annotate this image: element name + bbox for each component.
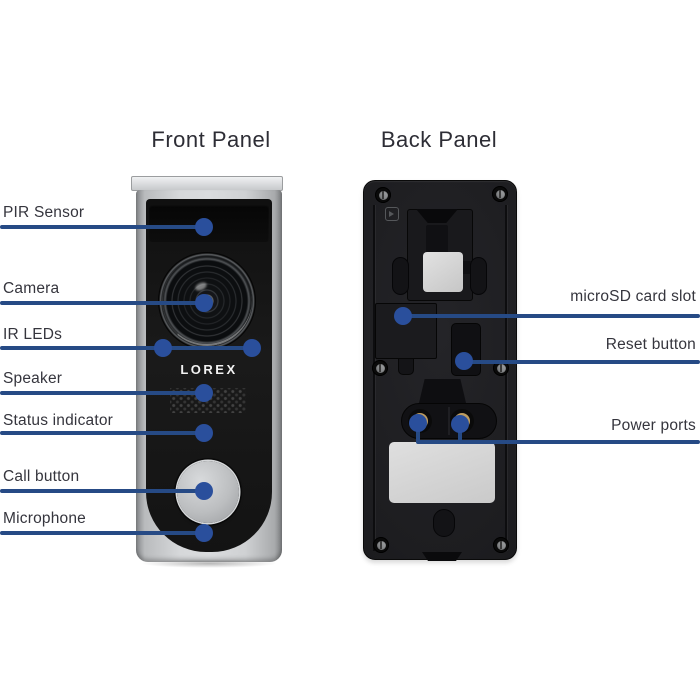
line-speaker — [0, 391, 204, 395]
label-microsd-card-slot: microSD card slot — [570, 288, 696, 305]
cutout-oval-left — [392, 257, 409, 295]
dot-pir-sensor — [195, 218, 213, 236]
dot-ir-led-right — [243, 339, 261, 357]
line-call-button — [0, 489, 204, 493]
label-reset-button: Reset button — [605, 336, 696, 353]
cutout-oval-right — [470, 257, 487, 295]
line-ir-leds — [0, 346, 252, 350]
sd-card-icon — [385, 207, 399, 221]
dot-call-button — [195, 482, 213, 500]
dot-speaker — [195, 384, 213, 402]
wire-channel — [419, 379, 466, 403]
label-speaker: Speaker — [3, 370, 63, 387]
lorex-logo: LOREX — [180, 362, 238, 377]
front-panel-title: Front Panel — [151, 127, 271, 152]
screw-top-right — [492, 186, 508, 202]
label-ir-leds: IR LEDs — [3, 326, 63, 343]
front-device-shadow — [141, 559, 277, 568]
front-device-top-cap — [131, 176, 283, 191]
label-camera: Camera — [3, 280, 60, 297]
label-sticker — [389, 442, 495, 503]
dot-microsd-card-slot — [394, 307, 412, 325]
line-pir-sensor — [0, 225, 204, 229]
door-tab — [398, 358, 414, 375]
line-power-ports — [416, 440, 700, 444]
back-device — [363, 180, 517, 561]
gray-pad-square — [423, 252, 463, 292]
dot-power-port-right — [451, 415, 469, 433]
dot-status-indicator — [195, 424, 213, 442]
bottom-notch — [422, 552, 462, 561]
cutout-oval-bottom — [433, 509, 455, 537]
screw-mid-left — [372, 360, 388, 376]
dot-power-port-left — [409, 414, 427, 432]
screw-bottom-left — [373, 537, 389, 553]
line-reset-button — [464, 360, 700, 364]
power-ports-divider — [448, 407, 450, 435]
mount-keyhole-notch — [416, 209, 458, 223]
line-microphone — [0, 531, 204, 535]
line-camera — [0, 301, 204, 305]
front-device-faceplate: LOREX — [146, 199, 272, 552]
screw-bottom-right — [493, 537, 509, 553]
dot-camera — [195, 294, 213, 312]
back-panel-title: Back Panel — [380, 127, 498, 152]
back-seam-left — [373, 205, 375, 551]
front-device-body: LOREX — [136, 190, 282, 562]
dot-ir-led-left — [154, 339, 172, 357]
label-call-button: Call button — [3, 468, 80, 485]
label-status-indicator: Status indicator — [3, 412, 114, 429]
screw-mid-right — [493, 360, 509, 376]
screw-top-left — [375, 187, 391, 203]
dot-reset-button — [455, 352, 473, 370]
line-microsd-card-slot — [403, 314, 700, 318]
label-power-ports: Power ports — [611, 417, 696, 434]
label-pir-sensor: PIR Sensor — [3, 204, 85, 221]
vline-power-port-right — [458, 424, 462, 442]
vline-power-port-left — [416, 424, 420, 442]
dot-microphone — [195, 524, 213, 542]
line-status-indicator — [0, 431, 204, 435]
label-microphone: Microphone — [3, 510, 86, 527]
back-seam-right — [505, 205, 507, 551]
